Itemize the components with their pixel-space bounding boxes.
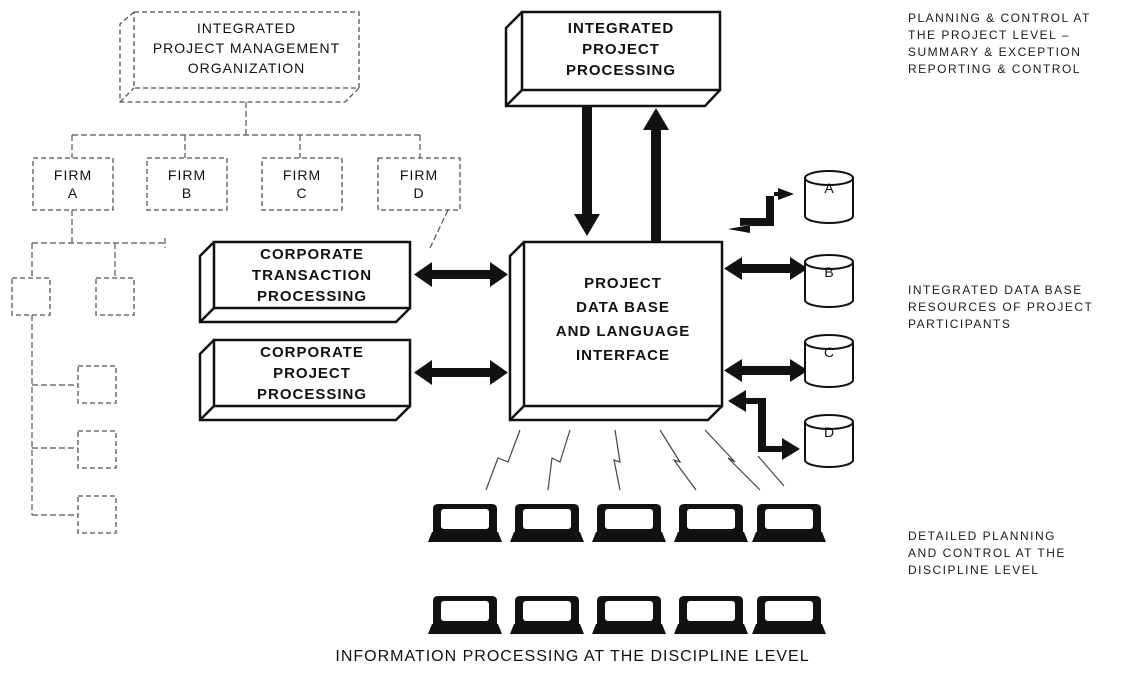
database-c-label: C [823, 344, 835, 360]
firm-d-label: FIRM D [378, 166, 460, 202]
org-box [119, 11, 360, 103]
ctp-line1: CORPORATE [260, 246, 364, 263]
db-line3: AND LANGUAGE [555, 323, 691, 340]
ipp-line1: INTEGRATED [567, 20, 675, 37]
firm-d-line2: D [413, 185, 425, 201]
firm-a-label: FIRM A [33, 166, 113, 202]
sub-boxes [11, 277, 135, 534]
org-line-2: PROJECT MANAGEMENT [152, 40, 341, 56]
note-discipline-level: DETAILED PLANNING AND CONTROL AT THE DIS… [908, 529, 1066, 577]
firm-b-line2: B [181, 185, 193, 201]
org-tree-lines [31, 102, 449, 516]
firm-d-line1: FIRM [399, 167, 439, 183]
note-project-level: PLANNING & CONTROL AT THE PROJECT LEVEL … [908, 11, 1091, 76]
database-d-label: D [823, 424, 835, 440]
database-interface-label: PROJECT DATA BASE AND LANGUAGE INTERFACE [524, 272, 722, 368]
firm-c-label: FIRM C [262, 166, 342, 202]
corporate-transaction-box [198, 240, 412, 324]
db-line1: PROJECT [584, 275, 662, 292]
db-line4: INTERFACE [575, 347, 670, 364]
cpp-line3: PROCESSING [256, 386, 368, 403]
ipp-line2: PROJECT [582, 41, 660, 58]
database-b-label: B [824, 264, 834, 280]
org-line-1: INTEGRATED [196, 20, 297, 36]
corporate-project-label: CORPORATE PROJECT PROCESSING [214, 342, 410, 405]
corporate-project-box [198, 338, 412, 422]
note-database-resources: INTEGRATED DATA BASE RESOURCES OF PROJEC… [908, 283, 1094, 331]
communication-links [485, 429, 785, 491]
org-line-3: ORGANIZATION [187, 60, 306, 76]
database-cylinders [804, 170, 854, 468]
org-box-label: INTEGRATED PROJECT MANAGEMENT ORGANIZATI… [134, 18, 359, 78]
vertical-arrows [574, 106, 669, 242]
ctp-line2: TRANSACTION [251, 267, 373, 284]
caption: INFORMATION PROCESSING AT THE DISCIPLINE… [335, 648, 810, 665]
firm-a-line1: FIRM [53, 167, 93, 183]
database-interface-box [508, 240, 724, 422]
firm-b-line1: FIRM [167, 167, 207, 183]
integrated-processing-box [504, 10, 722, 108]
integrated-processing-label: INTEGRATED PROJECT PROCESSING [522, 18, 720, 81]
corporate-transaction-label: CORPORATE TRANSACTION PROCESSING [214, 244, 410, 307]
ctp-line3: PROCESSING [256, 288, 368, 305]
firm-c-line1: FIRM [282, 167, 322, 183]
cpp-line2: PROJECT [273, 365, 351, 382]
firm-boxes [32, 157, 461, 211]
firm-b-label: FIRM B [147, 166, 227, 202]
ipp-line3: PROCESSING [565, 62, 677, 79]
firm-c-line2: C [296, 185, 308, 201]
firm-a-line2: A [67, 185, 79, 201]
horizontal-arrows [414, 262, 508, 385]
database-a-label: A [824, 180, 834, 196]
terminals [428, 504, 826, 634]
db-line2: DATA BASE [576, 299, 670, 316]
database-arrows [724, 188, 808, 460]
cpp-line1: CORPORATE [260, 344, 364, 361]
